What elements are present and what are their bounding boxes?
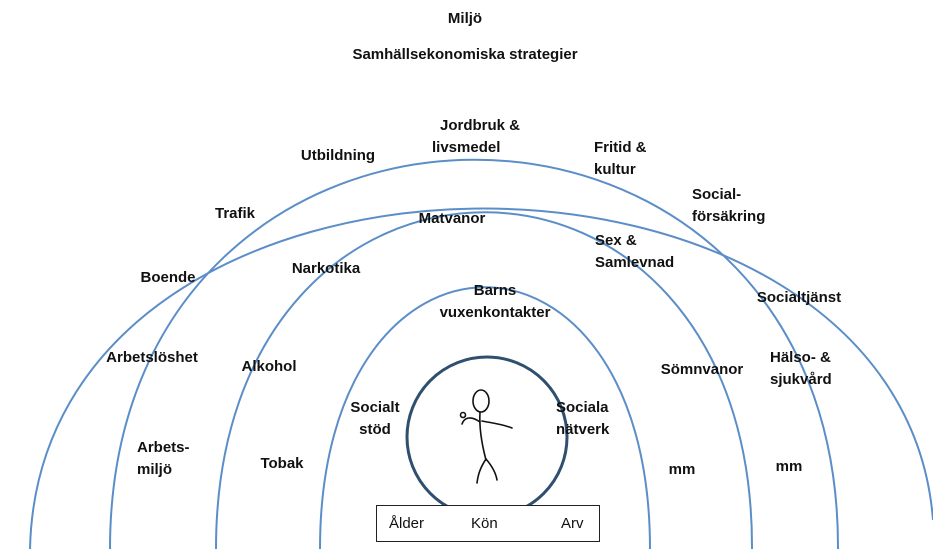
- label-trafik: Trafik: [214, 205, 256, 222]
- person-circle: [405, 355, 569, 519]
- socialt-stod-line-2: stöd: [359, 421, 391, 438]
- barns-line-2: vuxenkontakter: [439, 304, 551, 321]
- label-arbetsmiljo: Arbets- miljö: [137, 437, 197, 481]
- fritid-line-1: Fritid &: [594, 139, 647, 156]
- sex-line-1: Sex &: [595, 232, 637, 249]
- label-sociala-natverk: Sociala nätverk: [556, 397, 636, 441]
- label-ring2-mm: mm: [668, 461, 696, 478]
- label-samhallsekonomiska-strategier: Samhällsekonomiska strategier: [352, 46, 578, 63]
- label-barns-vuxenkontakter: Barns vuxenkontakter: [430, 280, 560, 324]
- label-fritid-kultur: Fritid & kultur: [594, 137, 664, 181]
- arbetsmiljo-line-2: miljö: [137, 461, 173, 478]
- sex-line-2: Samlevnad: [595, 254, 675, 271]
- sociala-natverk-line-1: Sociala: [556, 399, 609, 416]
- arc-ring-2: [215, 211, 754, 549]
- base-arv: Arv: [561, 515, 584, 532]
- social-forsakring-line-2: försäkring: [692, 208, 766, 225]
- halso-line-1: Hälso- &: [770, 349, 831, 366]
- label-utbildning: Utbildning: [300, 147, 376, 164]
- label-matvanor: Matvanor: [418, 210, 486, 227]
- label-sex-samlevnad: Sex & Samlevnad: [595, 230, 695, 274]
- barns-line-1: Barns: [473, 282, 517, 299]
- label-ring3-mm: mm: [775, 458, 803, 475]
- socialt-stod-line-1: Socialt: [350, 399, 400, 416]
- jordbruk-line-2: livsmedel: [432, 139, 501, 156]
- jordbruk-line-1: Jordbruk &: [439, 117, 520, 134]
- label-narkotika: Narkotika: [291, 260, 361, 277]
- arc-ring-outer: [29, 207, 933, 549]
- base-kon: Kön: [471, 515, 498, 532]
- label-somnvanor: Sömnvanor: [660, 361, 744, 378]
- label-socialtjanst: Socialtjänst: [756, 289, 842, 306]
- label-socialt-stod: Socialt stöd: [340, 397, 410, 441]
- label-halso-sjukvard: Hälso- & sjukvård: [770, 347, 850, 391]
- arc-ring-3: [109, 158, 840, 549]
- label-miljo: Miljö: [447, 10, 483, 27]
- label-alkohol: Alkohol: [241, 358, 297, 375]
- label-tobak: Tobak: [260, 455, 304, 472]
- label-boende: Boende: [140, 269, 196, 286]
- fritid-line-2: kultur: [594, 161, 636, 178]
- arc-ring-1: [319, 286, 651, 549]
- halso-line-2: sjukvård: [770, 371, 832, 388]
- sociala-natverk-line-2: nätverk: [556, 421, 610, 438]
- base-factors-box: Ålder Kön Arv: [376, 505, 600, 542]
- base-alder: Ålder: [389, 515, 425, 532]
- person-figure-icon: [459, 389, 513, 484]
- label-jordbruk-livsmedel: Jordbruk & livsmedel: [420, 115, 540, 159]
- social-forsakring-line-1: Social-: [692, 186, 742, 203]
- arbetsmiljo-line-1: Arbets-: [137, 439, 190, 456]
- label-arbetsloshet: Arbetslöshet: [106, 349, 198, 366]
- label-social-forsakring: Social- försäkring: [692, 184, 792, 228]
